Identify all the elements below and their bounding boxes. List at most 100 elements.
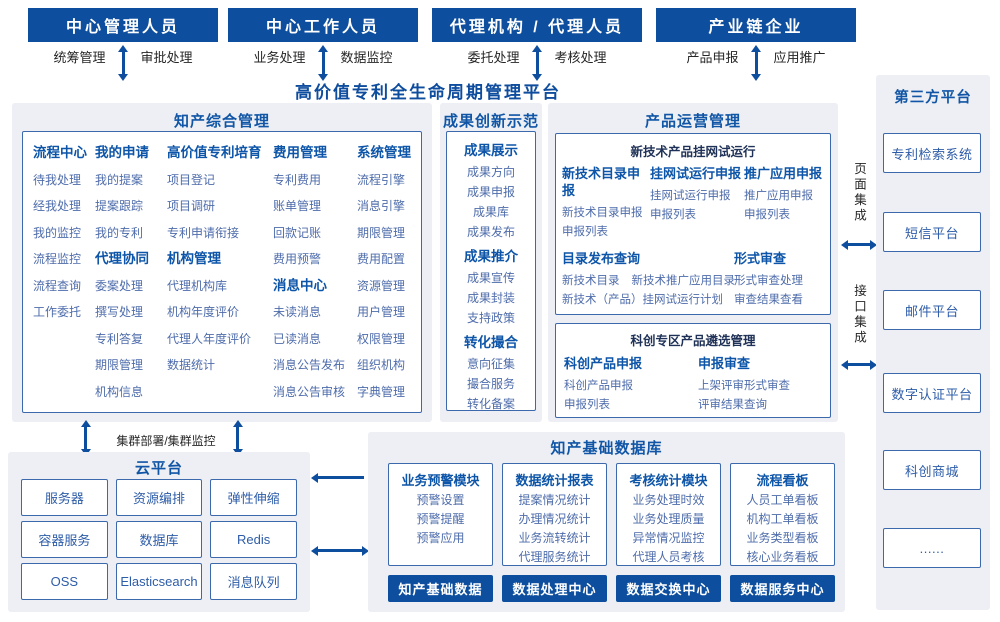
- module-item: 组织机构: [357, 358, 406, 372]
- module-item: 预警设置: [416, 493, 465, 507]
- module-item: 成果宣传: [466, 271, 515, 285]
- module-item: 专利答复: [95, 331, 144, 346]
- cluster-vertical-double-arrow-icon: [84, 427, 87, 449]
- declaration-column: 挂网试运行申报挂网试运行申报申报列表: [650, 165, 744, 242]
- module-item: 转化备案: [466, 397, 515, 411]
- module-item: 机构年度评价: [167, 305, 240, 319]
- module-item: 人员工单看板: [746, 493, 819, 507]
- module-group-header: 成果推介: [464, 249, 518, 264]
- user-role-group: 中心管理人员统筹管理 审批处理: [28, 8, 218, 74]
- third-party-system: 科创商城: [883, 450, 981, 490]
- module-item: 业务处理时效: [632, 493, 705, 507]
- role-action-label: 应用推广: [773, 49, 826, 65]
- third-party-system: 邮件平台: [883, 290, 981, 330]
- module-item: 回款记账: [273, 225, 322, 240]
- module-group-header: 系统管理: [357, 145, 411, 160]
- user-roles-bar: 中心管理人员统筹管理审批处理中心工作人员业务处理数据监控代理机构 / 代理人员委…: [0, 0, 1000, 80]
- module-item: 期限管理: [95, 358, 144, 372]
- module-column: 流程中心待我处理经我处理我的监控流程监控流程查询工作委托: [33, 140, 95, 404]
- module-item: 预警应用: [416, 531, 465, 545]
- role-action-label: 数据监控: [340, 49, 393, 65]
- module-column: 系统管理流程引擎消息引擎期限管理费用配置资源管理用户管理权限管理组织机构字典管理: [357, 140, 411, 404]
- role-action-label: 审批处理: [140, 49, 193, 65]
- module-item: 业务流转统计: [518, 531, 591, 545]
- cloud-service: 服务器: [21, 479, 108, 516]
- module-item: 期限管理: [357, 225, 406, 240]
- module-item: 科创产品申报: [564, 380, 633, 392]
- module-group-header: 申报审查: [698, 356, 751, 371]
- module-item: 新技术目录申报: [562, 207, 643, 219]
- module-item: 字典管理: [357, 384, 406, 399]
- vertical-double-arrow-icon: [121, 52, 125, 74]
- api-integration-label: 接口集成: [852, 284, 866, 346]
- platform-title: 高价值专利全生命周期管理平台: [295, 83, 561, 102]
- role-actions: 委托处理考核处理: [432, 42, 642, 74]
- database-module: 数据统计报表提案情况统计办理情况统计业务流转统计代理服务统计: [502, 463, 607, 566]
- declaration-column: 推广应用申报推广应用申报申报列表: [744, 165, 824, 242]
- data-center-badge: 数据处理中心: [502, 575, 607, 602]
- module-item: 成果方向: [466, 165, 515, 179]
- module-item: 经我处理: [33, 199, 82, 213]
- module-group-header: 高价值专利培育: [167, 145, 262, 160]
- module-item: 代理机构库: [167, 278, 228, 293]
- catalog-items-line: 新技术目录新技术推广应用目录: [562, 272, 735, 291]
- page-integration-double-arrow-icon: [848, 243, 870, 246]
- module-group-header: 代理协同: [95, 251, 149, 266]
- sci-innovation-selection-box: 科创专区产品遴选管理 科创产品申报科创产品申报申报列表申报审查上架评审形式审查评…: [555, 323, 831, 418]
- role-action-label: 统筹管理: [53, 49, 106, 65]
- module-item: 委案处理: [95, 278, 144, 293]
- module-group-header: 消息中心: [273, 277, 327, 293]
- module-item: 提案跟踪: [95, 199, 144, 213]
- module-group-header: 目录发布查询: [562, 251, 641, 266]
- module-item: 待我处理: [33, 172, 82, 187]
- section-title-achievement: 成果创新示范: [442, 113, 539, 130]
- module-item: 项目调研: [167, 199, 216, 213]
- module-item: 我的提案: [95, 172, 144, 187]
- module-item: 审查结果查看: [734, 294, 803, 306]
- new-tech-trial-box: 新技术产品挂网试运行 新技术目录申报新技术目录申报申报列表挂网试运行申报挂网试运…: [555, 133, 831, 315]
- module-item: 申报列表: [744, 209, 790, 221]
- role-action-label: 业务处理: [253, 49, 306, 65]
- role-header: 中心管理人员: [28, 8, 218, 42]
- sci-innovation-columns: 科创产品申报科创产品申报申报列表申报审查上架评审形式审查评审结果查询: [564, 355, 822, 415]
- cluster-deploy-monitor-label: 集群部署/集群监控: [116, 434, 216, 448]
- database-module: 业务预警模块预警设置预警提醒预警应用: [388, 463, 493, 566]
- section-achievement-innovation: 成果创新示范 成果展示成果方向成果申报成果库成果发布成果推介成果宣传成果封装支持…: [440, 103, 542, 422]
- module-column: 高价值专利培育项目登记项目调研专利申请衔接机构管理代理机构库机构年度评价代理人年…: [167, 140, 273, 404]
- sci-innovation-title: 科创专区产品遴选管理: [630, 334, 756, 348]
- module-group-header: 机构管理: [167, 251, 221, 266]
- section-title-ip-management: 知产综合管理: [173, 113, 270, 130]
- module-item: 成果申报: [466, 185, 515, 199]
- module-item: 申报列表: [650, 209, 696, 221]
- third-party-platform-panel: 第三方平台 专利检索系统短信平台邮件平台数字认证平台科创商城......: [876, 75, 990, 610]
- cloud-service: OSS: [21, 563, 108, 600]
- module-item: 费用预警: [273, 252, 322, 266]
- declaration-column: 科创产品申报科创产品申报申报列表: [564, 355, 698, 415]
- third-party-system: 短信平台: [883, 212, 981, 252]
- module-item: 消息引擎: [357, 199, 406, 213]
- cloud-service: 数据库: [115, 521, 203, 558]
- module-item: 工作委托: [33, 305, 82, 319]
- cloud-service: 资源编排: [115, 479, 203, 516]
- module-item: 代理人年度评价: [167, 331, 252, 346]
- section-title-product-operation: 产品运营管理: [644, 113, 741, 130]
- vertical-double-arrow-icon: [535, 52, 539, 74]
- user-role-group: 产业链企业产品申报应用推广: [656, 8, 856, 74]
- catalog-query-group: 目录发布查询新技术目录新技术推广应用目录新技术（产品）挂网试运行计划: [562, 250, 735, 310]
- module-column: 费用管理专利费用账单管理回款记账费用预警消息中心未读消息已读消息消息公告发布消息…: [273, 140, 357, 404]
- module-group-header: 考核统计模块: [629, 473, 708, 488]
- module-item: 成果发布: [466, 225, 515, 239]
- formal-review-group: 形式审查形式审查处理审查结果查看: [734, 250, 824, 310]
- vertical-double-arrow-icon: [321, 52, 325, 74]
- data-center-badge: 知产基础数据: [388, 575, 493, 602]
- db-to-cloud-arrow-icon: [318, 476, 364, 479]
- cloud-db-double-arrow-icon: [318, 549, 362, 552]
- third-party-system: 数字认证平台: [883, 373, 981, 413]
- module-item: 资源管理: [357, 278, 406, 293]
- module-item: 成果封装: [466, 291, 515, 305]
- module-item: 项目登记: [167, 172, 216, 187]
- module-item: 申报列表: [562, 226, 608, 238]
- third-party-title: 第三方平台: [894, 90, 972, 106]
- new-tech-columns: 新技术目录申报新技术目录申报申报列表挂网试运行申报挂网试运行申报申报列表推广应用…: [562, 165, 824, 242]
- module-group-header: 费用管理: [273, 145, 327, 160]
